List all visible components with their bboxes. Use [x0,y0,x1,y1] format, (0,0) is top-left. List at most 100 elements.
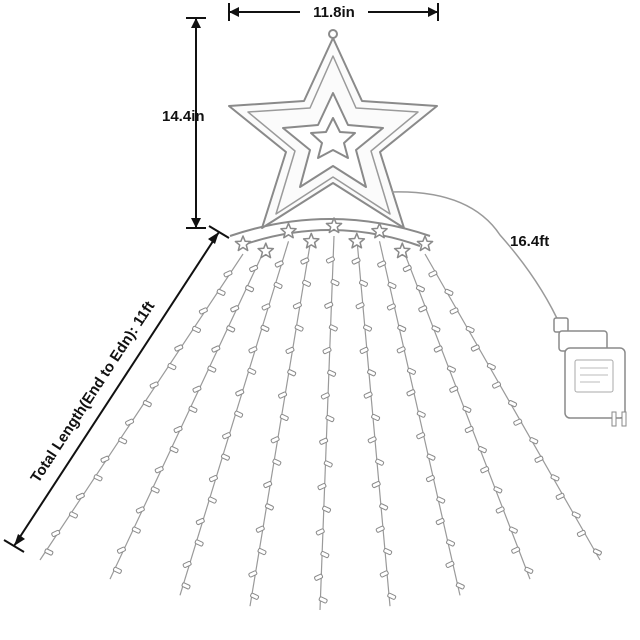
led-bulb [375,525,385,533]
led-bulb [125,418,135,426]
led-bulb [449,307,459,315]
led-bulb [550,474,560,482]
led-bulb [446,539,455,547]
led-bulb [529,437,539,445]
led-bulb [416,410,426,418]
led-bulb [407,367,416,375]
led-bulb [444,288,454,296]
light-strand [248,237,312,607]
mini-star-icon [302,232,320,249]
led-bulb [493,486,503,494]
led-bulb [223,270,233,278]
mini-star-icon [393,242,411,259]
light-strand [39,253,244,561]
led-bulb [446,365,456,373]
led-bulb [249,264,259,273]
led-bulb [328,324,338,332]
led-bulb [287,369,297,377]
led-bulb [359,346,369,354]
led-bulb [263,481,273,489]
led-bulb [44,548,54,556]
led-bulb [192,385,202,393]
led-bulb [355,302,365,310]
led-bulb [436,496,446,504]
led-bulb [415,285,425,293]
led-bulb [257,548,267,556]
led-bulb [292,302,302,310]
led-bulb [428,270,438,278]
led-bulb [118,437,128,445]
led-bulb [302,279,312,287]
led-bulb [278,391,288,399]
led-bulb [135,506,145,514]
led-bulb [93,474,103,482]
led-bulb [248,570,258,578]
light-strand [109,246,267,580]
led-bulb [207,365,217,373]
led-bulb [425,475,435,483]
led-bulb [470,344,480,352]
led-bulb [435,518,445,526]
led-bulb [272,458,282,466]
led-bulb [320,551,330,559]
light-strand [314,235,340,611]
led-bulb [261,303,271,311]
led-bulb [377,260,387,268]
led-bulb [317,483,327,491]
led-bulb [112,566,122,574]
total-length-label: Total Length(End to Edn): 11ft [27,298,158,486]
mini-star-icon [371,222,388,239]
led-bulb [167,363,177,371]
mini-star-icon [257,242,275,259]
led-bulb [322,505,332,513]
led-bulb [51,529,61,537]
led-bulb [216,288,226,296]
led-bulb [477,446,487,454]
led-bulb [320,392,330,400]
mini-star-icon [348,232,366,249]
led-bulb [433,345,443,353]
led-bulb [220,453,230,461]
led-bulb [285,346,295,354]
led-bulb [230,305,240,313]
led-bulb [445,560,455,568]
led-bulb [367,369,377,377]
led-bulb [235,389,245,397]
mini-star-icon [325,217,343,234]
led-bulb [455,582,465,590]
led-bulb [318,596,328,604]
mini-star-icon [416,235,434,252]
led-bulb [513,418,523,426]
led-bulb [315,528,325,536]
led-bulb [363,391,373,399]
led-bulb [319,437,329,445]
led-bulb [571,511,581,519]
led-bulb [250,592,260,600]
light-strand [351,237,397,607]
star-topper [228,29,438,229]
light-strand [377,241,465,596]
led-bulb [449,385,459,393]
led-bulb [274,260,284,268]
led-bulb [379,570,389,578]
led-bulb [173,425,183,433]
led-bulb [508,526,518,534]
led-bulb [397,324,407,332]
led-bulb [480,466,490,474]
led-bulb [68,511,78,519]
height-dimension: 14.4in [162,17,206,229]
led-bulb [431,325,441,333]
led-bulb [208,475,218,483]
led-bulb [495,506,505,514]
width-dimension: 11.8in [228,2,439,22]
led-bulb [260,324,270,332]
led-bulb [255,525,265,533]
cable-length-label: 16.4ft [510,233,549,250]
led-bulb [402,264,412,273]
led-bulb [387,281,397,289]
led-bulb [323,460,333,468]
led-bulb [325,256,335,264]
led-bulb [576,529,586,537]
led-bulb [300,257,310,265]
led-bulb [150,486,160,494]
